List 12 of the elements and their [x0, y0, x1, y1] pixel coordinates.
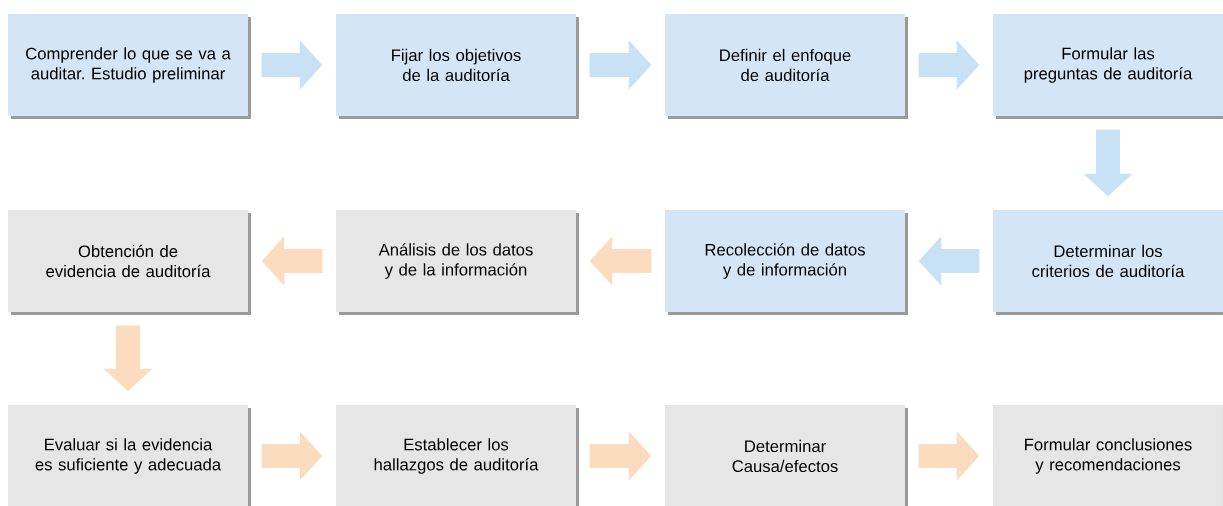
- process-box: Obtención de evidencia de auditoría: [8, 210, 251, 315]
- process-box: Formular conclusiones y recomendaciones: [993, 405, 1223, 506]
- process-box: Determinar los criterios de auditoría: [993, 210, 1223, 315]
- process-box: Determinar Causa/efectos: [665, 405, 908, 506]
- process-box: Análisis de los datos y de la información: [336, 210, 579, 315]
- process-box: Evaluar si la evidencia es suficiente y adecuada: [8, 405, 251, 506]
- process-box: Comprender lo que se va a auditar. Estudio preliminar: [8, 14, 251, 119]
- process-box: Fijar los objetivos de la auditoría: [336, 14, 579, 119]
- process-box: Formular las preguntas de auditoría: [993, 14, 1223, 119]
- process-box: Establecer los hallazgos de auditoría: [336, 405, 579, 506]
- process-box: Definir el enfoque de auditoría: [665, 14, 908, 119]
- process-box: Recolección de datos y de información: [665, 210, 908, 315]
